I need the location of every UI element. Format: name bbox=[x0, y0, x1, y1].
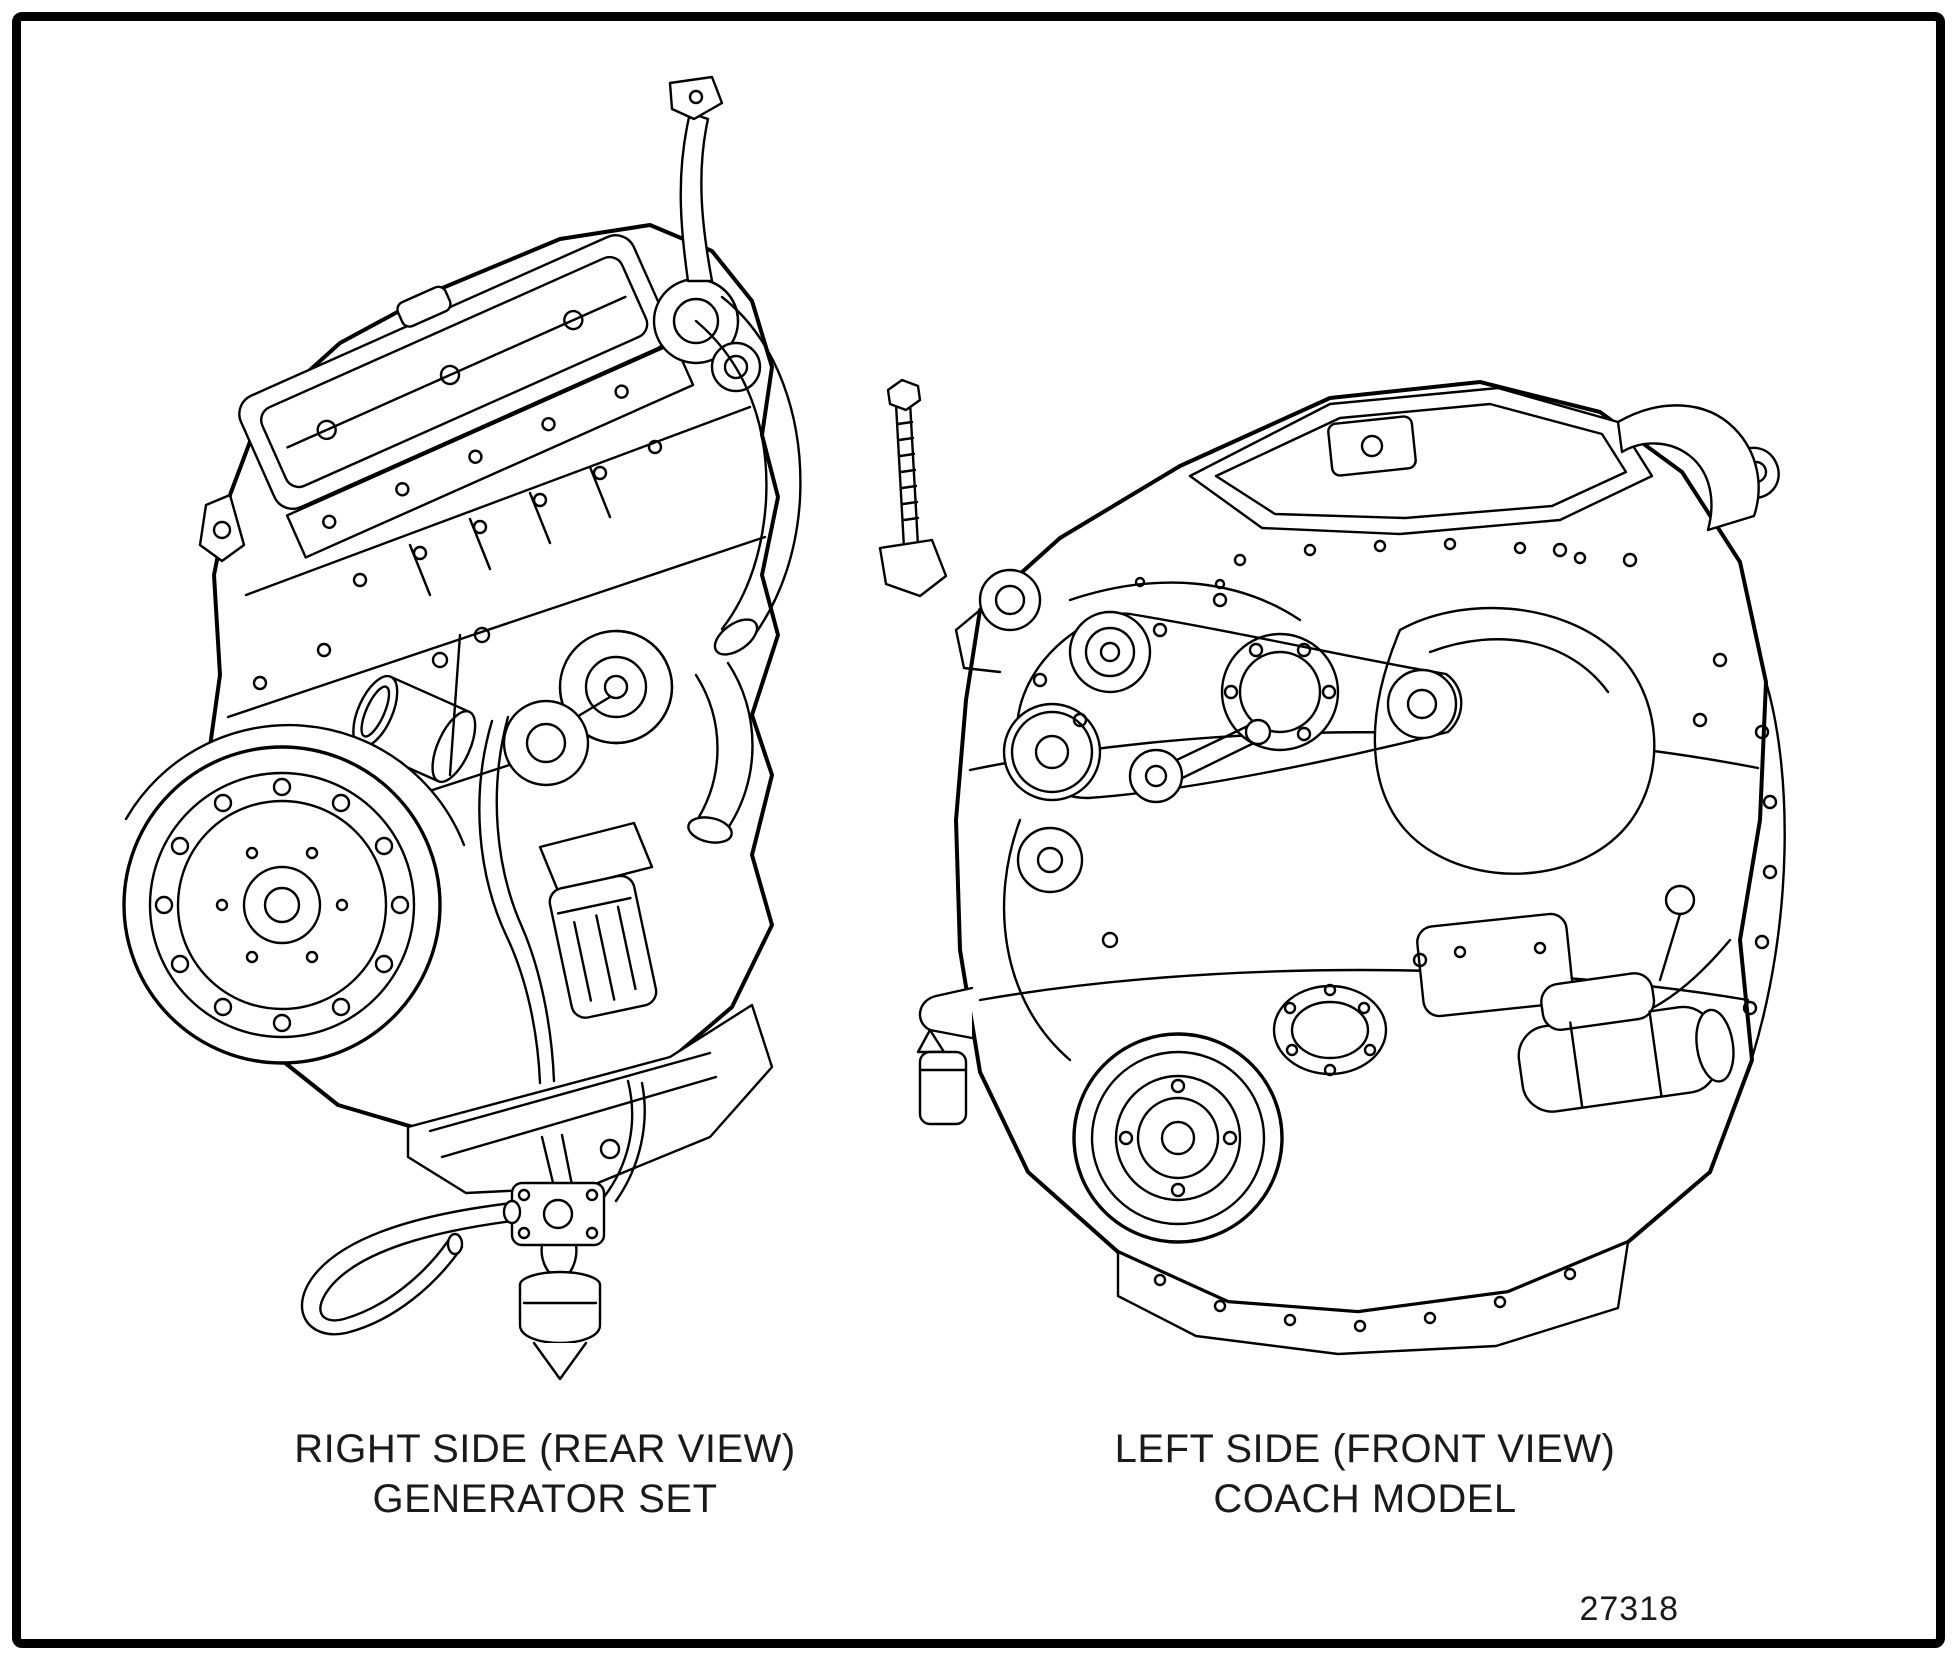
caption-line-1: LEFT SIDE (FRONT VIEW) bbox=[1114, 1427, 1616, 1471]
caption-line-2: GENERATOR SET bbox=[372, 1477, 718, 1521]
coach-model-caption: LEFT SIDE (FRONT VIEW) COACH MODEL bbox=[965, 1424, 1765, 1524]
generator-set-caption: RIGHT SIDE (REAR VIEW) GENERATOR SET bbox=[145, 1424, 945, 1524]
coach-model-engine-illustration bbox=[878, 378, 1786, 1356]
caption-line-2: COACH MODEL bbox=[1213, 1477, 1517, 1521]
figure-number: 27318 bbox=[1579, 1590, 1679, 1628]
generator-set-engine-illustration bbox=[122, 75, 802, 1381]
caption-line-1: RIGHT SIDE (REAR VIEW) bbox=[294, 1427, 796, 1471]
